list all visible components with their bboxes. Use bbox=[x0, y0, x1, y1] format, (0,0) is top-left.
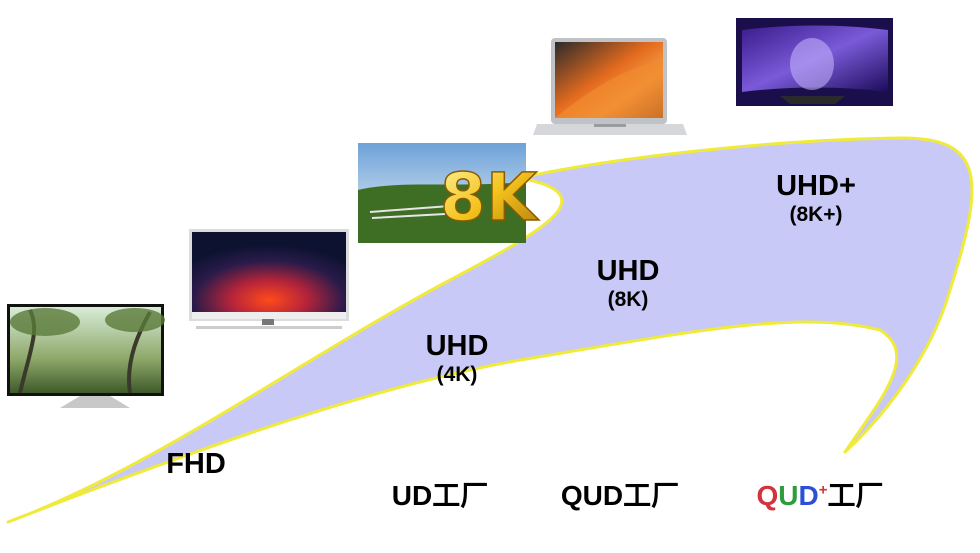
factory-label-qud: QUD工厂 bbox=[560, 480, 680, 511]
stage-label-fhd: FHD bbox=[166, 448, 226, 480]
stage-title: UHD bbox=[596, 255, 660, 287]
qud-plus-q-letter: Q bbox=[756, 480, 779, 511]
stage-subtitle: (8K+) bbox=[789, 203, 843, 226]
qud-plus-suffix: 工厂 bbox=[827, 480, 884, 511]
laptop-icon bbox=[533, 38, 687, 135]
growth-swoosh-shape bbox=[6, 136, 974, 524]
stage-subtitle: (8K) bbox=[607, 288, 649, 311]
qud-plus-sign: + bbox=[818, 481, 828, 499]
stage-label-uhd-8k: UHD (8K) bbox=[597, 255, 660, 313]
factory-label-qud-plus: QUD+工厂 bbox=[756, 474, 883, 514]
8k-badge-label: 8K bbox=[440, 159, 540, 236]
stage-title: UHD bbox=[425, 330, 489, 362]
curved-monitor-icon bbox=[736, 18, 893, 106]
stage-title: UHD+ bbox=[776, 170, 856, 202]
stage-subtitle: (4K) bbox=[436, 363, 478, 386]
qud-plus-u-letter: U bbox=[778, 480, 799, 511]
8k-tv-icon: 8K bbox=[358, 143, 541, 243]
stage-label-uhd-4k: UHD (4K) bbox=[426, 330, 489, 388]
4k-tv-icon bbox=[189, 229, 349, 329]
qud-plus-d-letter: D bbox=[798, 480, 819, 511]
stage-title: FHD bbox=[166, 448, 226, 480]
fhd-tv-icon bbox=[7, 304, 165, 408]
stage-label-uhd-plus: UHD+ (8K+) bbox=[776, 170, 856, 228]
factory-label-ud: UD工厂 bbox=[391, 480, 489, 511]
